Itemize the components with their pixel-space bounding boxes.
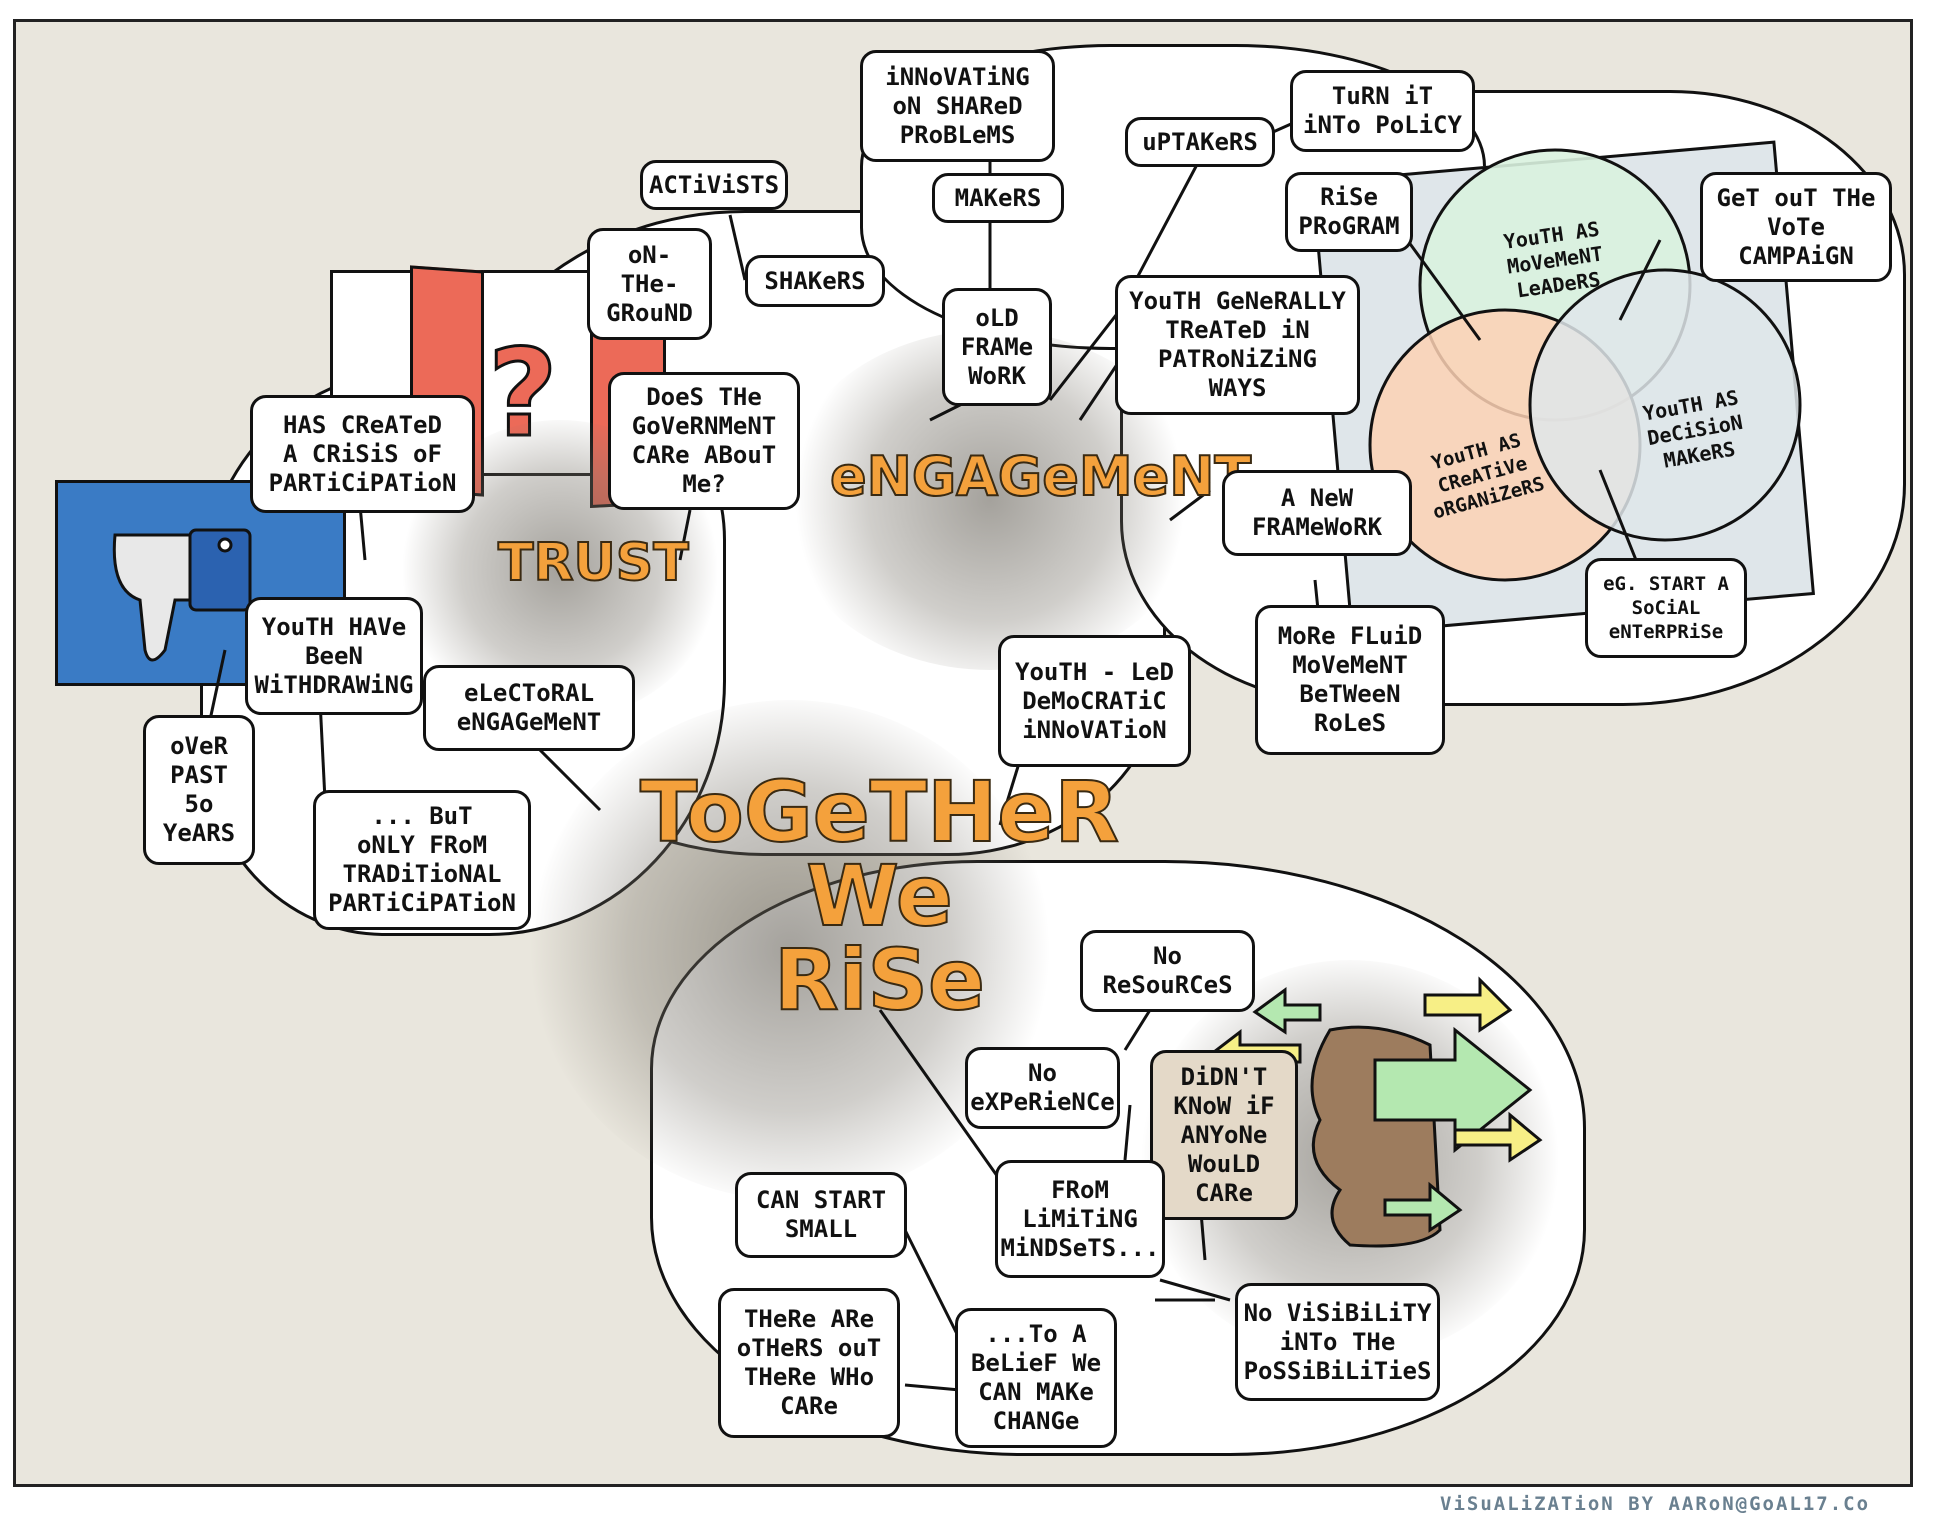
bubble-can-start-small: CAN START SMALL xyxy=(735,1172,907,1258)
arrow-green-left-icon xyxy=(1252,987,1322,1035)
arrow-green-small-icon xyxy=(1383,1181,1463,1233)
bubble-over-past-50-years: oVeR PAST 5o YeARS xyxy=(143,715,255,865)
heading-together-we-rise: ToGeTHeR We RiSe xyxy=(639,763,1120,1029)
heading-engagement: eNGAGeMeNT xyxy=(829,445,1252,508)
bubble-belief-make-change: ...To A BeLieF We CAN MAKe CHANGe xyxy=(955,1308,1117,1448)
bubble-didnt-know-if-anyone-cared: DiDN'T KNoW iF ANYoNe WouLD CARe xyxy=(1150,1050,1298,1220)
bubble-uptakers: uPTAKeRS xyxy=(1125,117,1275,167)
splat-together xyxy=(530,700,1050,1200)
bubble-treated-patronizing: YouTH GeNeRALLY TReATeD iN PATRoNiZiNG W… xyxy=(1115,275,1360,415)
bubble-old-framework: oLD FRAMe WoRK xyxy=(942,288,1052,406)
bubble-more-fluid-movement: MoRe FLuiD MoVeMeNT BeTWeeN RoLeS xyxy=(1255,605,1445,755)
bubble-limiting-mindsets: FRoM LiMiTiNG MiNDSeTS... xyxy=(995,1160,1165,1278)
bubble-youth-withdrawing: YouTH HAVe BeeN WiTHDRAWiNG xyxy=(245,597,423,715)
bubble-shakers: SHAKeRS xyxy=(745,255,885,307)
venn-circle-decision-makers xyxy=(1528,268,1802,542)
bubble-electoral-engagement: eLeCToRAL eNGAGeMeNT xyxy=(423,665,635,751)
bubble-only-traditional: ... BuT oNLY FRoM TRADiTioNAL PARTiCiPAT… xyxy=(313,790,531,930)
arrow-yellow-bottom-icon xyxy=(1453,1111,1543,1163)
head-with-arrows xyxy=(1207,976,1543,1248)
bubble-innovating-shared-problems: iNNoVATiNG oN SHAReD PRoBLeMS xyxy=(860,50,1055,162)
arrow-green-large-icon xyxy=(1373,1026,1533,1154)
bubble-rise-program: RiSe PRoGRAM xyxy=(1285,172,1413,252)
bubble-social-enterprise: eG. START A SoCiAL eNTeRPRiSe xyxy=(1585,558,1747,658)
bubble-crisis-of-participation: HAS CReATeD A CRiSiS oF PARTiCiPATioN xyxy=(250,395,475,513)
bubble-activists: ACTiViSTS xyxy=(640,160,788,210)
bubble-makers: MAKeRS xyxy=(932,173,1064,223)
bubble-no-experience: No eXPeRieNCe xyxy=(965,1047,1120,1129)
arrow-yellow-top-icon xyxy=(1423,976,1513,1033)
bubble-turn-into-policy: TuRN iT iNTo PoLiCY xyxy=(1290,70,1475,152)
bubble-new-framework: A NeW FRAMeWoRK xyxy=(1222,470,1412,556)
bubble-others-who-care: THeRe ARe oTHeRS ouT THeRe WHo CARe xyxy=(718,1288,900,1438)
thumbs-down-icon xyxy=(112,528,252,662)
credit-text: ViSuALiZATioN BY AARoN@GoAL17.Co xyxy=(1440,1493,1871,1515)
bubble-get-out-the-vote: GeT ouT THe VoTe CAMPAiGN xyxy=(1700,172,1892,282)
heading-trust: TRUST xyxy=(497,533,690,593)
bubble-youth-led-innovation: YouTH - LeD DeMoCRATiC iNNoVATioN xyxy=(998,635,1191,767)
bubble-government-care: DoeS THe GoVeRNMeNT CARe ABouT Me? xyxy=(608,372,800,510)
bubble-on-the-ground: oN- THe- GRouND xyxy=(587,228,712,340)
venn-diagram xyxy=(1368,148,1802,582)
bubble-no-resources: No ReSouRCeS xyxy=(1080,930,1255,1012)
bubble-no-visibility: No ViSiBiLiTY iNTo THe PoSSiBiLiTieS xyxy=(1235,1283,1440,1401)
